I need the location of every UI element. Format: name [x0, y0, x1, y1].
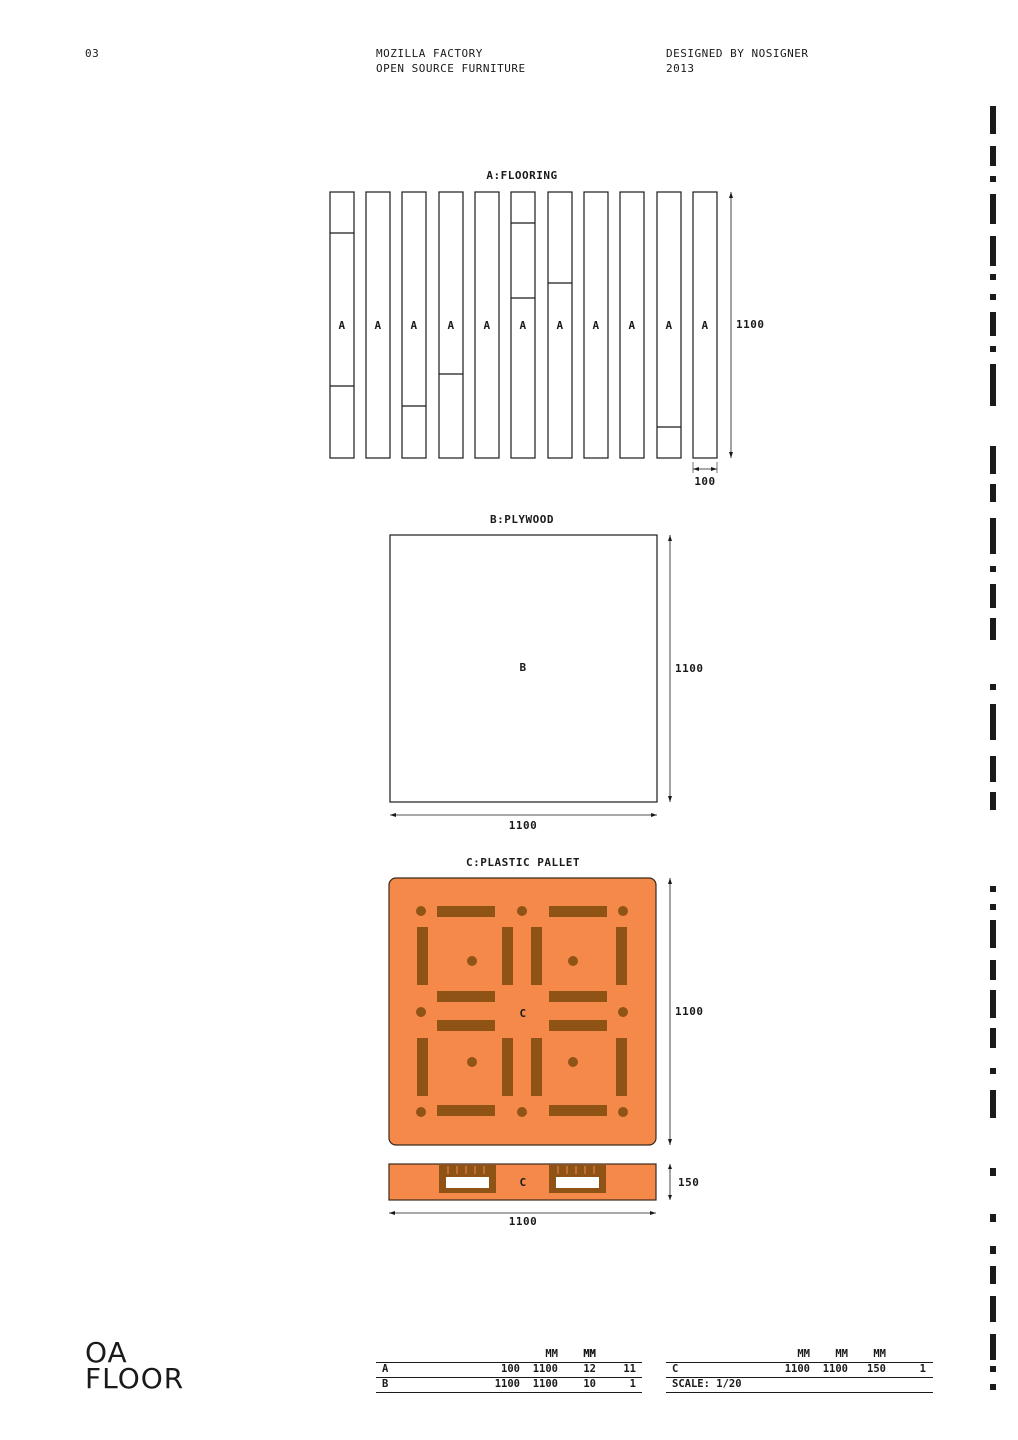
flooring-width-dim: 100 [694, 475, 716, 488]
edge-marker-strip [990, 106, 996, 1390]
part-id: B [382, 1378, 389, 1390]
panel-label: A [556, 319, 564, 332]
panel-label: A [338, 319, 346, 332]
part-width: 100 [501, 1363, 520, 1375]
flooring-panel-2 [365, 191, 391, 459]
panel-label: A [701, 319, 709, 332]
designer-block: DESIGNED BY NOSIGNER 2013 [666, 46, 808, 76]
parts-table-left: MM MM MM A 100 1100 12 11 B 1100 1100 10… [376, 1348, 642, 1393]
table-row: SCALE: 1/20 [666, 1378, 933, 1393]
plywood-drawing [389, 534, 672, 817]
flooring-drawing [329, 191, 733, 473]
flooring-panel-3 [401, 191, 427, 459]
pallet-side-view [388, 1163, 672, 1215]
flooring-panel-8 [583, 191, 609, 459]
table-units-row: MM MM MM [376, 1348, 642, 1363]
flooring-panel-7 [547, 191, 573, 459]
pallet-title: C:PLASTIC PALLET [466, 856, 580, 869]
table-units-row: MM MM MM [666, 1348, 933, 1363]
parts-table-right: MM MM MM C 1100 1100 150 1 SCALE: 1/20 [666, 1348, 933, 1393]
flooring-panel-1 [329, 191, 355, 459]
unit-header: MM [545, 1348, 558, 1360]
pallet-side-label: C [519, 1176, 527, 1189]
unit-header: MM [873, 1348, 886, 1360]
panel-label: A [374, 319, 382, 332]
flooring-panel-9 [619, 191, 645, 459]
flooring-title: A:FLOORING [486, 169, 558, 182]
plywood-label: B [519, 661, 527, 674]
product-name: OA FLOOR [85, 1336, 185, 1395]
part-length: 1100 [822, 1363, 848, 1375]
panel-label: A [483, 319, 491, 332]
flooring-panel-5 [474, 191, 500, 459]
scale-note: SCALE: 1/20 [672, 1378, 742, 1390]
part-thickness: 12 [583, 1363, 596, 1375]
flooring-panel-4 [438, 191, 464, 459]
pallet-side-opening-left [439, 1165, 496, 1193]
flooring-panel-10 [656, 191, 682, 459]
project-subtitle: OPEN SOURCE FURNITURE [376, 62, 526, 75]
pallet-slots [416, 906, 628, 1117]
part-id: A [382, 1363, 389, 1375]
pallet-height-dim: 1100 [675, 1005, 704, 1018]
flooring-panel-6 [510, 191, 536, 459]
pallet-width-dim: 1100 [508, 1215, 538, 1228]
unit-header: MM [797, 1348, 810, 1360]
pallet-side-body [388, 1163, 657, 1201]
panel-label: A [519, 319, 527, 332]
pallet-label: C [519, 1007, 527, 1020]
panel-label: A [628, 319, 636, 332]
plywood-width-dim: 1100 [508, 819, 538, 832]
part-qty: 1 [919, 1363, 926, 1375]
designer-name: DESIGNED BY NOSIGNER [666, 47, 809, 60]
panel-label: A [592, 319, 600, 332]
unit-header: MM [835, 1348, 848, 1360]
project-name: MOZILLA FACTORY [376, 47, 483, 60]
part-thickness: 150 [867, 1363, 886, 1375]
pallet-body [388, 877, 657, 1146]
product-name-line2: FLOOR [85, 1362, 185, 1395]
pallet-top-view [388, 877, 672, 1146]
part-qty: 11 [623, 1363, 636, 1375]
flooring-height-dim: 1100 [736, 318, 765, 331]
table-row: A 100 1100 12 11 [376, 1363, 642, 1378]
pallet-side-height-dim: 150 [678, 1176, 700, 1189]
project-title-block: MOZILLA FACTORY OPEN SOURCE FURNITURE [376, 46, 526, 76]
panel-label: A [665, 319, 673, 332]
part-length: 1100 [532, 1363, 558, 1375]
part-length: 1100 [532, 1378, 558, 1390]
page-number: 03 [85, 47, 100, 60]
plywood-title: B:PLYWOOD [489, 513, 555, 526]
part-width: 1100 [494, 1378, 520, 1390]
part-width: 1100 [784, 1363, 810, 1375]
panel-label: A [410, 319, 418, 332]
part-qty: 1 [629, 1378, 636, 1390]
plywood-panel [389, 534, 658, 803]
design-year: 2013 [666, 62, 695, 75]
plywood-height-dim: 1100 [675, 662, 704, 675]
unit-header: MM [583, 1348, 596, 1360]
part-thickness: 10 [583, 1378, 596, 1390]
unit-header: MM [583, 1348, 596, 1360]
table-row: B 1100 1100 10 1 [376, 1378, 642, 1393]
pallet-side-opening-right [549, 1165, 606, 1193]
table-row: C 1100 1100 150 1 [666, 1363, 933, 1378]
product-name-line1: OA [85, 1336, 128, 1369]
part-id: C [672, 1363, 679, 1375]
panel-label: A [447, 319, 455, 332]
flooring-panel-11 [692, 191, 718, 459]
